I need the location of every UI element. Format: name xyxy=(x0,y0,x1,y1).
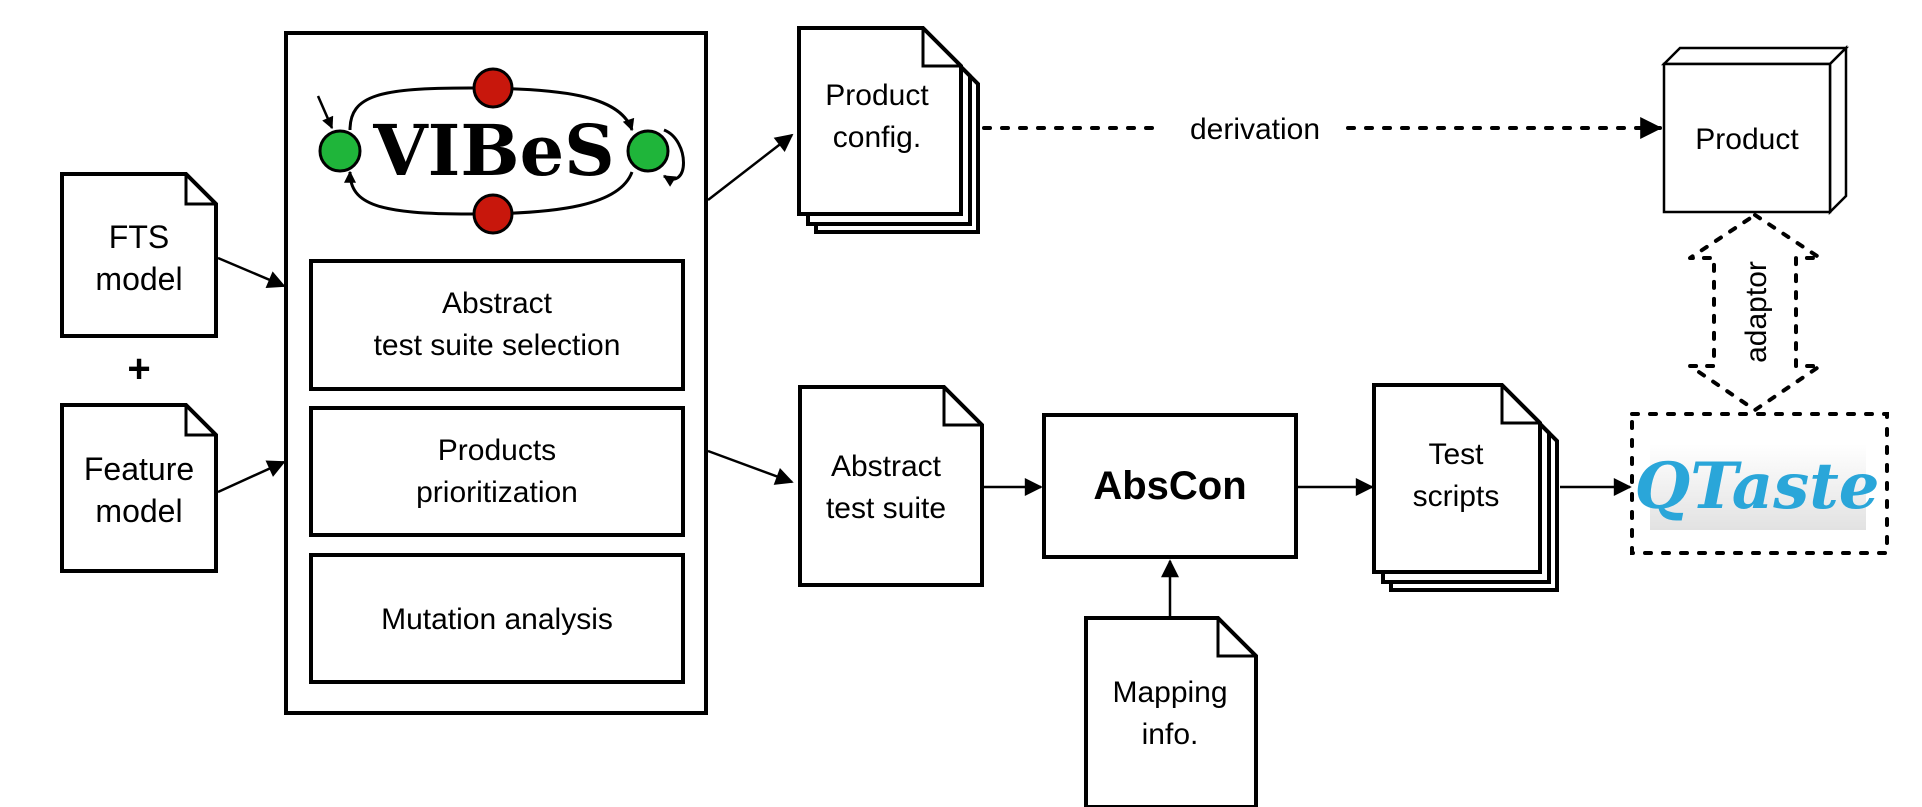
document-shape xyxy=(60,403,218,573)
mapping-info-document: Mapping info. xyxy=(1084,616,1258,807)
abstract-test-suite-document: Abstract test suite xyxy=(798,385,984,587)
logo-state-bottom xyxy=(472,193,514,235)
selection-line1: Abstract xyxy=(442,287,553,320)
mapping-info-line2: info. xyxy=(1142,718,1199,751)
logo-state-start xyxy=(318,129,362,173)
document-fold xyxy=(1216,618,1256,658)
test-scripts-line1: Test xyxy=(1428,438,1484,471)
abstract-test-suite-selection-box xyxy=(309,259,685,391)
vibes-logo: VIBeS xyxy=(316,67,685,235)
vibes-to-suite-arrow xyxy=(707,449,794,485)
product-config-line1: Product xyxy=(825,79,929,112)
mutation-analysis-box xyxy=(309,553,685,684)
mapping-info-line1: Mapping xyxy=(1112,676,1227,709)
feature-to-vibes-arrow xyxy=(217,460,286,494)
vibes-tool-box: VIBeS Abstract test suite selection Prod… xyxy=(284,31,708,715)
vibes-logo-text: VIBeS xyxy=(372,109,614,192)
qtaste-logo: QTaste xyxy=(1634,449,1879,524)
cube-side xyxy=(1828,44,1848,216)
test-scripts-line2: scripts xyxy=(1413,480,1500,513)
logo-arc-bottom xyxy=(344,170,634,216)
prioritization-line1: Products xyxy=(438,434,556,467)
prioritization-line2: prioritization xyxy=(416,476,578,509)
logo-initial-arrow xyxy=(316,95,334,130)
test-scripts-stack: Test scripts xyxy=(1372,383,1559,592)
plus-sign: + xyxy=(127,347,150,391)
document-shape xyxy=(60,172,218,338)
mutation-line1: Mutation analysis xyxy=(381,603,613,636)
abscon-rect xyxy=(1042,413,1298,559)
abstract-suite-line1: Abstract xyxy=(831,450,942,483)
logo-arc-top xyxy=(348,86,635,132)
fts-model-document: FTS model xyxy=(60,172,218,338)
stack-sheet-1 xyxy=(1372,383,1542,574)
logo-state-end xyxy=(626,129,670,173)
qtaste-box: QTaste xyxy=(1630,412,1889,555)
feature-model-document: Feature model xyxy=(60,403,218,573)
document-fold xyxy=(184,405,216,437)
cube-front xyxy=(1662,62,1832,214)
product-config-line2: config. xyxy=(833,121,921,154)
abstract-suite-line2: test suite xyxy=(826,492,946,525)
document-fold xyxy=(184,174,216,206)
adaptor-double-arrow: adaptor xyxy=(1688,213,1822,412)
fts-model-line2: model xyxy=(95,261,182,297)
document-fold xyxy=(1500,385,1540,425)
adaptor-arrow-outline xyxy=(1688,213,1822,412)
document-fold xyxy=(921,28,961,68)
adaptor-label: adaptor xyxy=(1740,261,1773,363)
fts-to-vibes-arrow xyxy=(217,256,286,288)
product-config-stack: Product config. xyxy=(797,26,980,234)
selection-line2: test suite selection xyxy=(374,329,621,362)
document-shape xyxy=(798,385,984,587)
abscon-box: AbsCon xyxy=(1042,413,1298,559)
feature-model-line2: model xyxy=(95,493,182,529)
document-shape xyxy=(1084,616,1258,807)
abscon-label: AbsCon xyxy=(1093,464,1246,508)
stack-sheet-1 xyxy=(797,26,963,216)
product-cube: Product xyxy=(1660,44,1850,216)
derivation-label: derivation xyxy=(1190,113,1320,146)
vibes-to-config-arrow xyxy=(707,133,794,201)
cube-top xyxy=(1660,46,1850,66)
document-fold xyxy=(942,387,982,427)
products-prioritization-box xyxy=(309,406,685,537)
product-label: Product xyxy=(1695,123,1799,156)
logo-self-loop xyxy=(662,128,685,187)
feature-model-line1: Feature xyxy=(84,451,194,487)
fts-model-line1: FTS xyxy=(109,219,169,255)
logo-state-top xyxy=(472,67,514,109)
qtaste-logo-bg xyxy=(1650,444,1866,530)
